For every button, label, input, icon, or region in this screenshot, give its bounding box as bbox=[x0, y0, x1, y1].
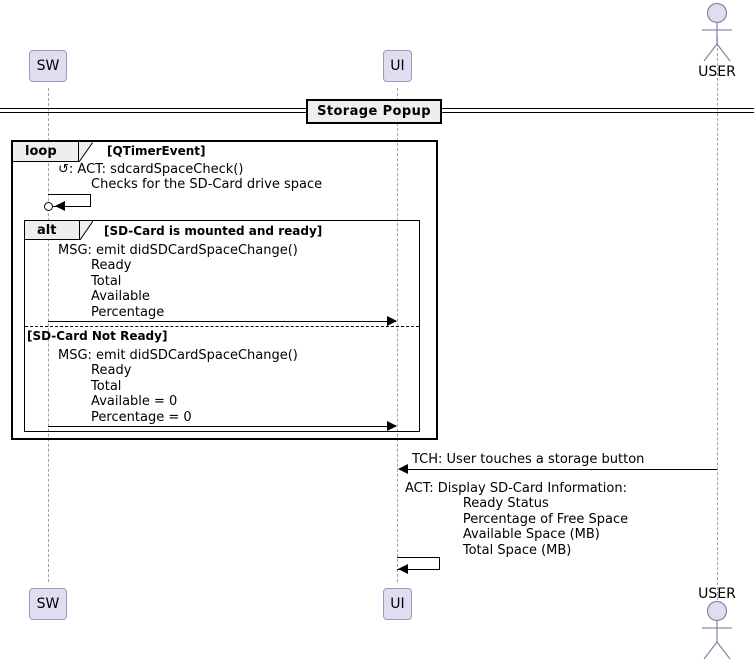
msg-space-change-ready-line bbox=[48, 321, 396, 322]
msg-space-change-not-ready-line-4: Percentage = 0 bbox=[58, 409, 192, 425]
actor-user-top[interactable] bbox=[693, 2, 741, 64]
fragment-loop-guard: [QTimerEvent] bbox=[107, 144, 206, 158]
msg-sdcard-space-check-endpoint-circle bbox=[44, 201, 53, 211]
msg-space-change-not-ready-line-0: MSG: emit didSDCardSpaceChange() bbox=[58, 348, 298, 363]
msg-display-sdcard-info-self-box bbox=[397, 557, 440, 570]
actor-user-top-icon bbox=[702, 2, 732, 62]
fragment-alt-tab: alt bbox=[25, 221, 80, 240]
msg-display-sdcard-info-line-1: Ready Status bbox=[405, 496, 549, 512]
fragment-alt bbox=[24, 220, 420, 432]
msg-display-sdcard-info-arrowhead bbox=[398, 564, 408, 574]
divider-storage-popup-label: Storage Popup bbox=[317, 104, 431, 119]
fragment-loop bbox=[11, 140, 438, 440]
divider-storage-popup: Storage Popup bbox=[306, 99, 442, 124]
fragment-alt-guard: [SD-Card is mounted and ready] bbox=[104, 224, 323, 238]
fragment-alt-else-guard: [SD-Card Not Ready] bbox=[27, 329, 168, 343]
msg-space-change-ready-line-1: Ready bbox=[58, 258, 132, 274]
participant-sw-bottom[interactable]: SW bbox=[29, 588, 67, 620]
msg-space-change-ready-line-0: MSG: emit didSDCardSpaceChange() bbox=[58, 243, 298, 258]
msg-sdcard-space-check-arrowhead bbox=[55, 201, 65, 211]
msg-space-change-not-ready-label: MSG: emit didSDCardSpaceChange() Ready T… bbox=[58, 348, 298, 425]
fragment-alt-else-divider bbox=[25, 326, 419, 327]
msg-space-change-ready-arrowhead bbox=[387, 316, 397, 326]
actor-user-top-label: USER bbox=[698, 64, 736, 80]
msg-user-touch-line bbox=[400, 469, 717, 470]
msg-sdcard-space-check-line-1: Checks for the SD-Card drive space bbox=[58, 177, 323, 193]
msg-space-change-not-ready-arrowhead bbox=[387, 421, 397, 431]
participant-ui-bottom-label: UI bbox=[390, 596, 405, 612]
fragment-alt-tab-label: alt bbox=[37, 222, 57, 238]
fragment-loop-tab: loop bbox=[13, 142, 79, 162]
fragment-loop-tab-notch-icon bbox=[79, 142, 93, 162]
participant-ui-bottom[interactable]: UI bbox=[383, 588, 412, 620]
actor-user-bottom-label: USER bbox=[698, 586, 736, 602]
msg-user-touch-label: TCH: User touches a storage button bbox=[412, 452, 645, 467]
fragment-loop-tab-label: loop bbox=[25, 144, 57, 159]
fragment-alt-tab-notch-icon bbox=[80, 221, 93, 240]
msg-space-change-not-ready-line-1: Ready bbox=[58, 363, 132, 379]
msg-display-sdcard-info-line-4: Total Space (MB) bbox=[405, 542, 572, 558]
msg-space-change-ready-label: MSG: emit didSDCardSpaceChange() Ready T… bbox=[58, 243, 298, 320]
lifeline-ui bbox=[397, 88, 398, 582]
msg-display-sdcard-info-label: ACT: Display SD-Card Information: Ready … bbox=[405, 481, 628, 558]
msg-sdcard-space-check-label: ↺: ACT: sdcardSpaceCheck() Checks for th… bbox=[58, 162, 322, 193]
msg-space-change-ready-line-3: Available bbox=[58, 289, 150, 305]
actor-user-bottom-icon bbox=[702, 600, 732, 660]
actor-user-bottom[interactable] bbox=[693, 600, 741, 662]
participant-sw-top-label: SW bbox=[36, 58, 60, 74]
participant-sw-bottom-label: SW bbox=[36, 596, 60, 612]
msg-display-sdcard-info-line-3: Available Space (MB) bbox=[405, 527, 600, 543]
lifeline-sw bbox=[48, 88, 49, 582]
participant-ui-top-label: UI bbox=[390, 58, 405, 74]
msg-sdcard-space-check-line-0: ↺: ACT: sdcardSpaceCheck() bbox=[58, 162, 244, 177]
lifeline-user bbox=[717, 38, 718, 620]
msg-sdcard-space-check-self-box bbox=[48, 194, 91, 207]
msg-user-touch-arrowhead bbox=[398, 464, 408, 474]
msg-display-sdcard-info-line-0: ACT: Display SD-Card Information: bbox=[405, 481, 627, 496]
msg-space-change-not-ready-line bbox=[48, 426, 396, 427]
msg-space-change-ready-line-2: Total bbox=[58, 273, 122, 289]
msg-space-change-not-ready-line-2: Total bbox=[58, 378, 122, 394]
msg-display-sdcard-info-line-2: Percentage of Free Space bbox=[405, 511, 629, 527]
participant-sw-top[interactable]: SW bbox=[29, 50, 67, 82]
msg-space-change-ready-line-4: Percentage bbox=[58, 304, 165, 320]
msg-space-change-not-ready-line-3: Available = 0 bbox=[58, 394, 178, 410]
participant-ui-top[interactable]: UI bbox=[383, 50, 412, 82]
